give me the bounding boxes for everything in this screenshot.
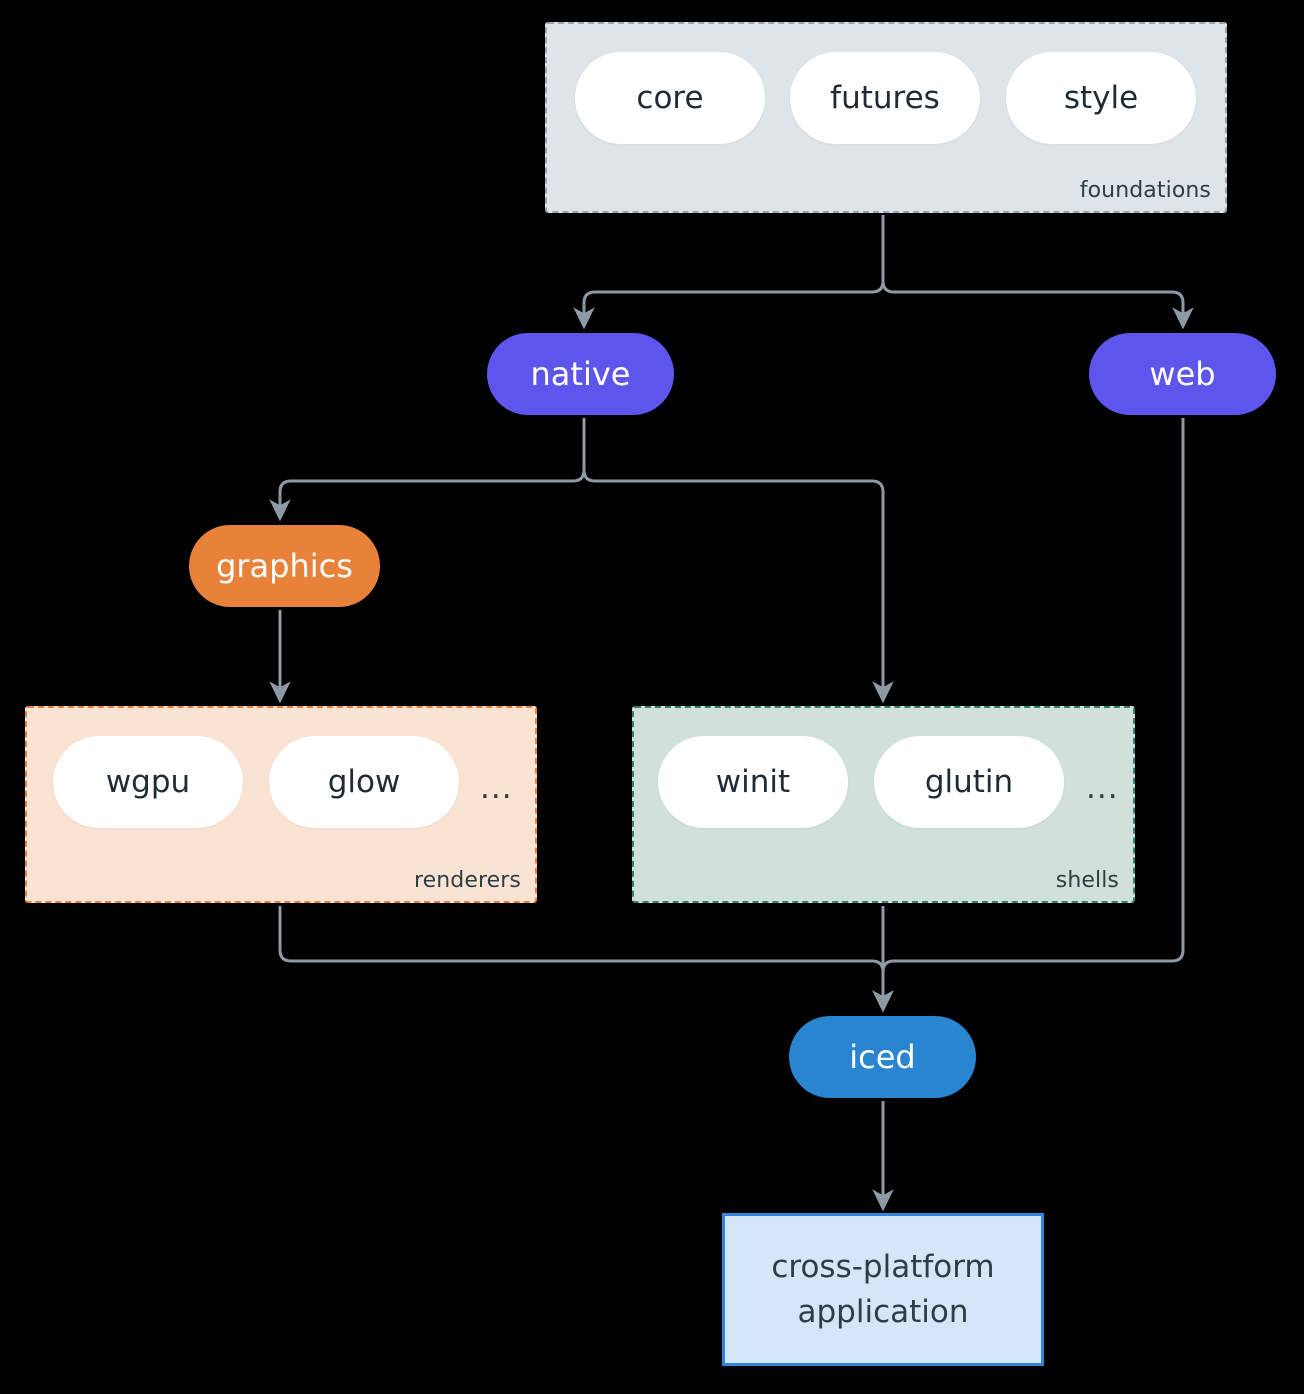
node-native-label: native <box>530 355 631 393</box>
pill-style-label: style <box>1063 80 1139 116</box>
node-iced[interactable]: iced <box>789 1016 976 1098</box>
pill-core-label: core <box>636 80 704 116</box>
node-graphics[interactable]: graphics <box>189 525 380 607</box>
group-renderers: wgpu glow ... renderers <box>25 706 537 903</box>
edge-native-to-shells <box>582 418 894 704</box>
node-web-label: web <box>1149 355 1216 393</box>
pill-futures[interactable]: futures <box>790 52 980 144</box>
group-foundations-label: foundations <box>1079 178 1211 203</box>
pill-wgpu[interactable]: wgpu <box>53 736 243 828</box>
pill-style[interactable]: style <box>1006 52 1196 144</box>
node-cross-platform-application[interactable]: cross-platform application <box>722 1213 1044 1366</box>
edge-foundations-to-native <box>573 215 885 330</box>
pill-glutin-label: glutin <box>924 764 1014 800</box>
pill-glow[interactable]: glow <box>269 736 459 828</box>
pill-futures-label: futures <box>830 80 940 116</box>
node-iced-label: iced <box>849 1038 916 1076</box>
node-web[interactable]: web <box>1089 333 1276 415</box>
group-shells: winit glutin ... shells <box>632 706 1135 903</box>
edge-foundations-to-web <box>881 215 1194 330</box>
pill-core[interactable]: core <box>575 52 765 144</box>
pill-glutin[interactable]: glutin <box>874 736 1064 828</box>
node-graphics-label: graphics <box>216 547 353 585</box>
pill-glow-label: glow <box>327 764 401 800</box>
shells-ellipsis: ... <box>1086 770 1119 806</box>
group-foundations: core futures style foundations <box>545 22 1227 213</box>
renderers-ellipsis: ... <box>480 770 513 806</box>
application-label-line1: cross-platform <box>771 1248 995 1285</box>
pill-wgpu-label: wgpu <box>105 764 191 800</box>
group-shells-label: shells <box>1055 868 1119 893</box>
application-label-line2: application <box>797 1293 969 1330</box>
edge-renderers-to-iced <box>278 906 894 1013</box>
edge-native-to-graphics <box>269 418 586 522</box>
pill-winit-label: winit <box>715 764 791 800</box>
node-native[interactable]: native <box>487 333 674 415</box>
pill-winit[interactable]: winit <box>658 736 848 828</box>
group-renderers-label: renderers <box>413 868 521 893</box>
